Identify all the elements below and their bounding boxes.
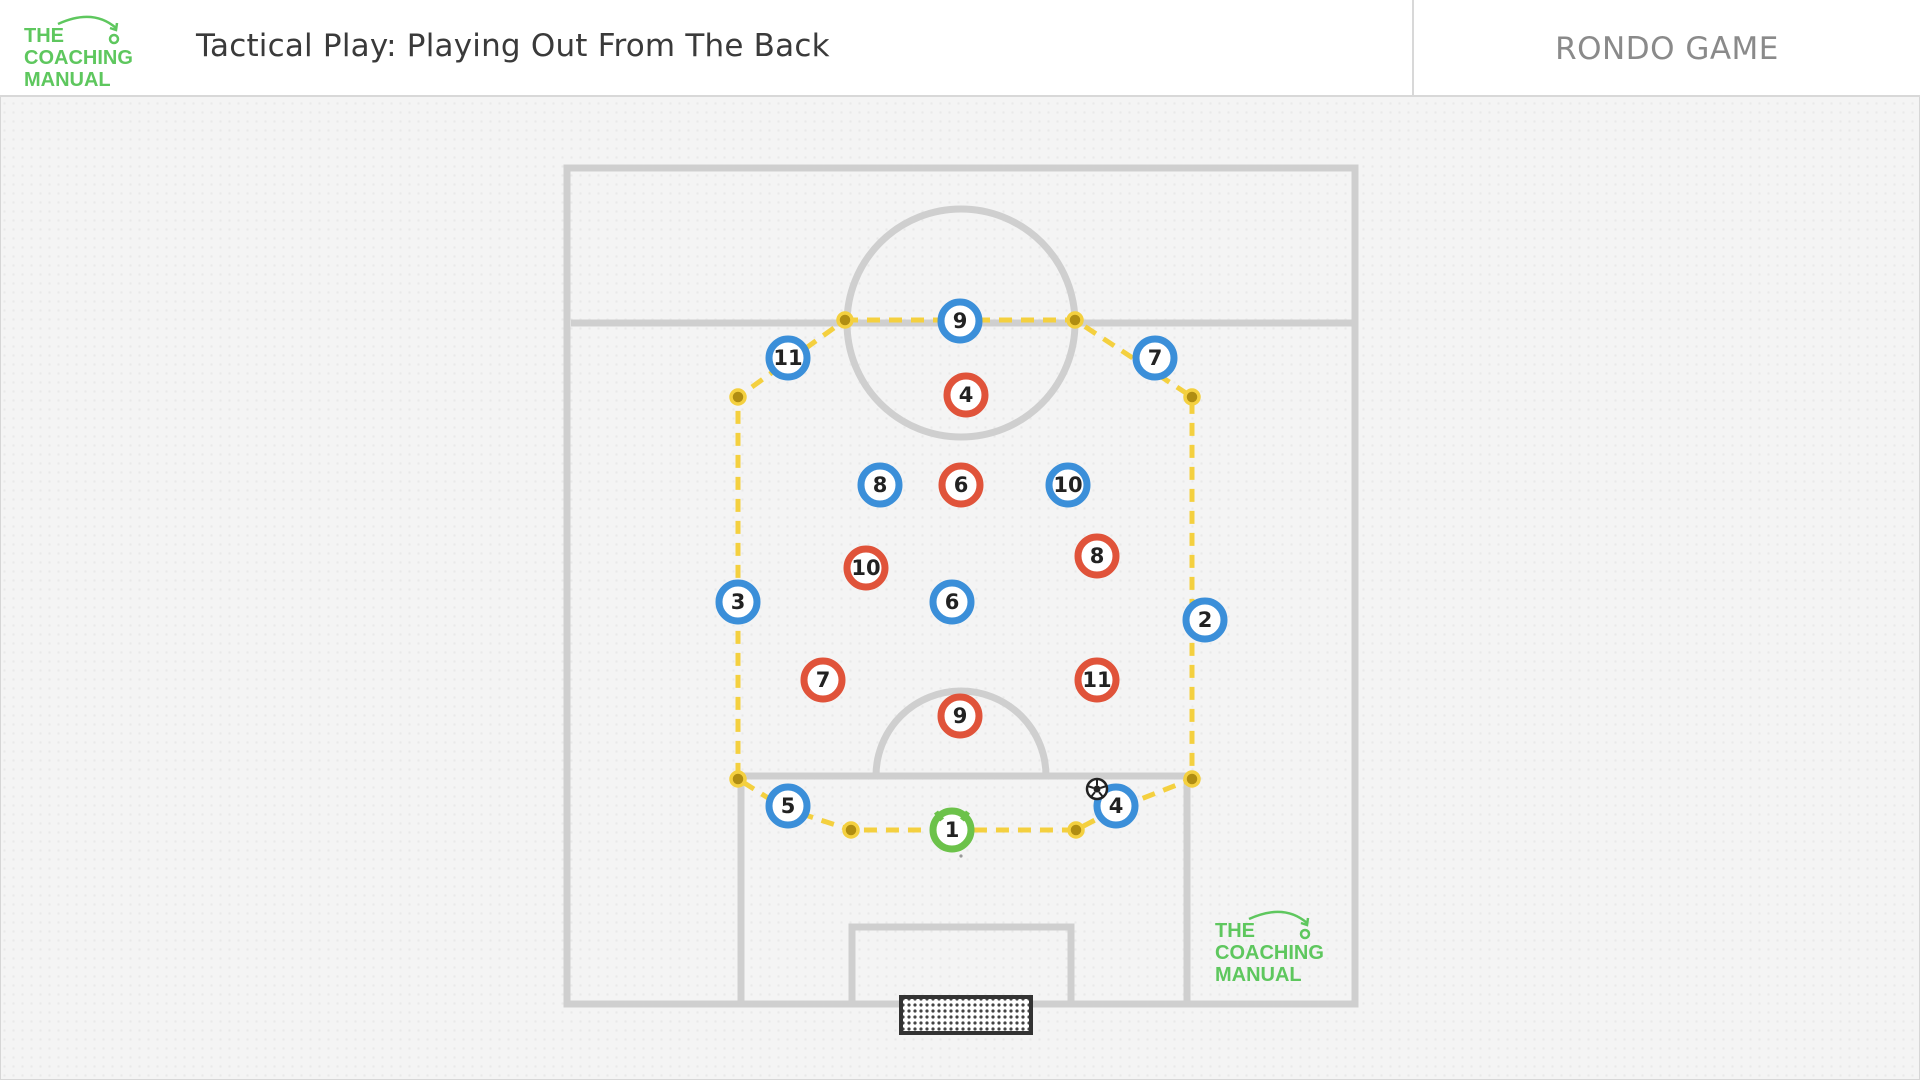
- coaching-manual-logo: THE COACHING MANUAL: [24, 15, 133, 90]
- player-marker: 6: [938, 462, 984, 508]
- cone-marker: [1183, 770, 1201, 788]
- watermark-text-line3: MANUAL: [1215, 964, 1302, 986]
- page-title: Tactical Play: Playing Out From The Back: [196, 28, 830, 64]
- player-marker: 10: [1045, 462, 1091, 508]
- player-number: 10: [1053, 473, 1082, 497]
- player-number: 10: [851, 556, 880, 580]
- logo-text-line2: COACHING: [24, 47, 133, 69]
- header-bar: THE COACHING MANUAL Tactical Play: Playi…: [0, 0, 1920, 97]
- player-marker: 7: [800, 657, 846, 703]
- player-number: 4: [959, 383, 974, 407]
- goal-net-icon: [899, 995, 1033, 1035]
- player-number: 4: [1109, 794, 1124, 818]
- player-number: 9: [953, 704, 968, 728]
- player-number: 7: [1148, 346, 1163, 370]
- player-number: 9: [953, 309, 968, 333]
- player-marker: 2: [1182, 597, 1228, 643]
- cone-marker: [1066, 311, 1084, 329]
- header-divider: [1412, 0, 1414, 95]
- watermark-logo: THE COACHING MANUAL: [1215, 910, 1324, 986]
- player-marker: 8: [1074, 533, 1120, 579]
- player-marker: 9: [937, 693, 983, 739]
- six-yard-box: [848, 923, 1075, 1004]
- player-number: 11: [1082, 668, 1111, 692]
- logo-text-line1: THE: [24, 25, 64, 47]
- player-marker: 8: [857, 462, 903, 508]
- cone-marker: [729, 770, 747, 788]
- player-marker: 5: [765, 783, 811, 829]
- player-marker: 10: [843, 545, 889, 591]
- player-number: 6: [954, 473, 969, 497]
- player-marker: 7: [1132, 335, 1178, 381]
- watermark-text-line2: COACHING: [1215, 942, 1324, 964]
- cone-marker: [842, 821, 860, 839]
- player-number: 7: [816, 668, 831, 692]
- cones: [729, 311, 1201, 839]
- player-number: 2: [1198, 608, 1213, 632]
- player-number: 5: [781, 794, 796, 818]
- drill-name: RONDO GAME: [1555, 31, 1779, 67]
- player-marker: 4: [1093, 783, 1139, 829]
- watermark-text-line1: THE: [1215, 920, 1255, 942]
- player-marker: 9: [937, 298, 983, 344]
- player-number: 8: [873, 473, 888, 497]
- goalkeeper-marker: 1: [929, 807, 975, 858]
- soccer-ball-icon: [1085, 777, 1109, 801]
- player-number: 8: [1090, 544, 1105, 568]
- player-marker: 11: [765, 335, 811, 381]
- penalty-box: [737, 772, 1191, 1004]
- player-number: 3: [731, 590, 746, 614]
- cone-marker: [729, 388, 747, 406]
- player-number: 6: [945, 590, 960, 614]
- player-number: 11: [773, 346, 802, 370]
- cone-marker: [1067, 821, 1085, 839]
- penalty-arc: [872, 687, 1050, 777]
- player-marker: 11: [1074, 657, 1120, 703]
- player-marker: 6: [929, 579, 975, 625]
- player-marker: 4: [943, 372, 989, 418]
- player-number: 1: [945, 818, 960, 842]
- cone-marker: [836, 311, 854, 329]
- logo-text-line3: MANUAL: [24, 69, 111, 90]
- player-marker: 3: [715, 579, 761, 625]
- cone-marker: [1183, 388, 1201, 406]
- players: 9 11 7 4 8 6 10 10 8 3 6 2 7 11 9 5 4 1: [715, 298, 1228, 858]
